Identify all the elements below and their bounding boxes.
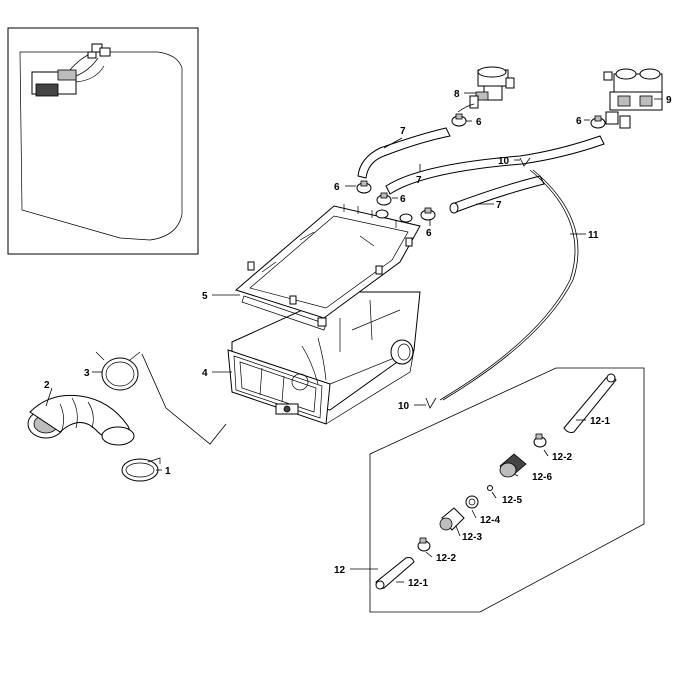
label-12-3: 12-3 (462, 532, 482, 543)
part-11-tube (439, 169, 579, 401)
clip-10-top (519, 157, 531, 167)
part-12-6-fitting (499, 453, 527, 478)
label-7-b: 7 (416, 175, 422, 186)
hose-7-b (385, 135, 605, 195)
clamp-6-bracket (375, 209, 413, 223)
part-12-2-clamp-bottom (417, 537, 431, 552)
label-7-a: 7 (400, 126, 406, 137)
label-7-c: 7 (496, 200, 502, 211)
label-4: 4 (202, 368, 208, 379)
part-12-1-tube-bottom (375, 557, 415, 590)
clamp-6-left (356, 180, 372, 194)
label-10-bottom: 10 (398, 401, 410, 412)
clip-10-bottom (425, 397, 437, 409)
label-12-2-top: 12-2 (552, 452, 572, 463)
assembly-guide-line (141, 353, 227, 445)
label-6-low: 6 (426, 228, 432, 239)
part-12-3-connector (439, 507, 465, 531)
part-12-5-washer (487, 485, 493, 491)
part-3-clamp (95, 351, 141, 391)
inset-detail-box (7, 27, 199, 255)
label-6-left: 6 (334, 182, 340, 193)
part-9-water-valve-double (603, 68, 663, 129)
label-12-6: 12-6 (532, 472, 552, 483)
part-5-dispenser-cover (234, 204, 421, 331)
part-labels: 1 2 3 4 5 6 6 6 6 6 7 7 7 8 9 10 10 11 1… (44, 89, 672, 589)
label-3: 3 (84, 368, 90, 379)
kit-box-outline (369, 367, 645, 613)
label-8: 8 (454, 89, 460, 100)
part-7-inlet-hoses (357, 127, 605, 214)
clamp-6-low (420, 207, 436, 221)
part-4-dispenser-drawer (227, 291, 421, 425)
label-5: 5 (202, 291, 208, 302)
label-2: 2 (44, 380, 50, 391)
label-10-top: 10 (498, 156, 510, 167)
label-1: 1 (165, 466, 171, 477)
label-6-mid: 6 (400, 194, 406, 205)
clamp-6-mid (376, 192, 392, 206)
part-12-kit-box (369, 367, 645, 613)
part-10-clips (425, 157, 531, 409)
label-11: 11 (588, 230, 599, 241)
clamp-6-right (590, 115, 606, 129)
clamp-6-top (451, 113, 467, 127)
part-12-1-tube-top (563, 373, 617, 433)
label-9: 9 (666, 95, 672, 106)
part-8-water-valve (457, 66, 515, 113)
label-12-1-top: 12-1 (590, 416, 610, 427)
inset-harness-module (31, 43, 111, 97)
label-6-top: 6 (476, 117, 482, 128)
part-2-bellows (27, 394, 135, 446)
label-6-right: 6 (576, 116, 582, 127)
part-12-2-clamp-top (533, 433, 547, 448)
label-12-4: 12-4 (480, 515, 500, 526)
label-12-5: 12-5 (502, 495, 522, 506)
hose-7-a (357, 127, 451, 179)
leader-lines (45, 92, 662, 583)
label-12-2-bottom: 12-2 (436, 553, 456, 564)
part-6-hose-clamps (356, 113, 606, 223)
label-12: 12 (334, 565, 346, 576)
inset-cabinet-outline (19, 51, 183, 241)
part-12-4-oring (465, 495, 479, 509)
part-1-clamp (121, 457, 161, 482)
label-12-1-bottom: 12-1 (408, 578, 428, 589)
